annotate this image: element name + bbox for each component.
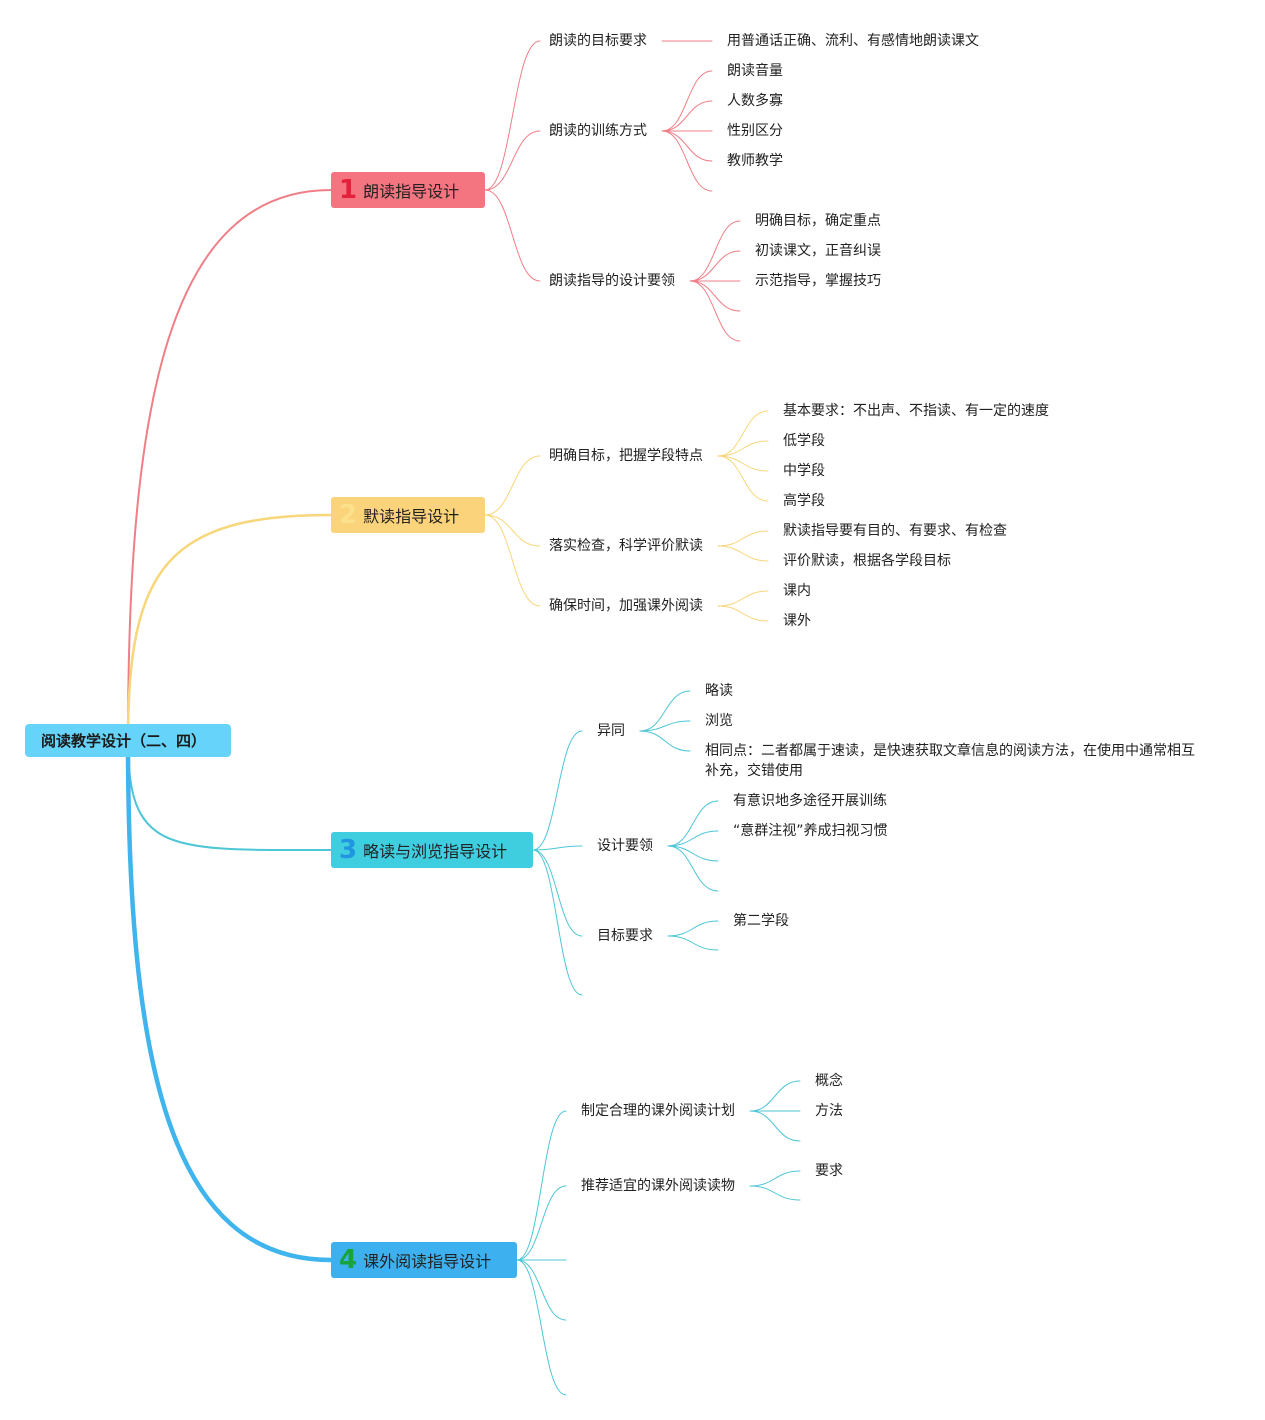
b2-c1-leaf-edge-3	[717, 455, 769, 502]
b1-c2-leaf-1[interactable]: 朗读音量	[727, 63, 783, 79]
b4-c1-leaf-2[interactable]: 方法	[815, 1103, 843, 1119]
b1-c2-leaf-4[interactable]: 教师教学	[727, 153, 783, 169]
b3-c3-leaf-edge-0	[667, 920, 719, 937]
b2-edge-0	[484, 455, 541, 516]
b3-c2-leaf-edge-3	[667, 845, 719, 892]
b4-c1-node[interactable]: 制定合理的课外阅读计划	[581, 1103, 735, 1119]
b1-c1-node[interactable]: 朗读的目标要求	[549, 33, 647, 49]
b3-c2-leaf-2[interactable]: “意群注视”养成扫视习惯	[733, 823, 888, 839]
branch-3-number: 3	[339, 835, 358, 865]
b3-c1-leaf-edge-2	[639, 730, 691, 752]
b1-c3-leaf-edge-4	[689, 280, 741, 342]
b2-c1-leaf-edge-2	[717, 455, 769, 472]
b1-edge-0	[484, 40, 541, 191]
b2-c1-node[interactable]: 明确目标，把握学段特点	[549, 448, 703, 464]
b3-c3-node[interactable]: 目标要求	[597, 928, 653, 944]
branch-1-node[interactable]: 1 朗读指导设计	[331, 172, 485, 208]
b2-c1-leaf-3[interactable]: 中学段	[783, 463, 825, 479]
root-label: 阅读教学设计（二、四）	[41, 732, 207, 750]
b1-c3-leaf-1[interactable]: 明确目标，确定重点	[755, 213, 881, 229]
branch-2-node[interactable]: 2 默读指导设计	[331, 497, 485, 533]
branch-2-number: 2	[339, 500, 358, 530]
b3-c1-leaf-edge-1	[639, 720, 691, 732]
b3-c1-node[interactable]: 异同	[597, 723, 625, 739]
b1-c1-leaf-1[interactable]: 用普通话正确、流利、有感情地朗读课文	[727, 33, 979, 49]
b3-c1-leaf-edge-0	[639, 690, 691, 732]
b2-c2-leaf-edge-0	[717, 530, 769, 547]
b1-c2-leaf-edge-0	[661, 70, 713, 132]
b1-c2-leaf-edge-4	[661, 130, 713, 192]
b1-edge-1	[484, 130, 541, 191]
b2-c3-leaf-1[interactable]: 课内	[783, 583, 811, 599]
b1-c3-leaf-edge-1	[689, 250, 741, 282]
b3-c1-leaf-1[interactable]: 略读	[705, 683, 733, 699]
b3-edge-3	[532, 849, 583, 996]
b2-c3-node[interactable]: 确保时间，加强课外阅读	[549, 598, 703, 614]
b2-c1-leaf-4[interactable]: 高学段	[783, 493, 825, 509]
b2-c3-leaf-edge-1	[717, 605, 769, 622]
b1-c2-node[interactable]: 朗读的训练方式	[549, 123, 647, 139]
b4-c2-leaf-edge-0	[749, 1170, 801, 1187]
b4-c2-leaf-edge-1	[749, 1185, 801, 1201]
b3-c2-leaf-edge-1	[667, 830, 719, 847]
b4-c2-leaf-1[interactable]: 要求	[815, 1163, 843, 1179]
b3-c1-leaf-3[interactable]: 相同点：二者都属于速读，是快速获取文章信息的阅读方法，在使用中通常相互补充，交错…	[705, 743, 1195, 779]
b3-c3-leaf-1[interactable]: 第二学段	[733, 913, 789, 929]
b3-edge-0	[532, 730, 583, 851]
branch-2-label: 默读指导设计	[363, 507, 460, 526]
branch-4-label: 课外阅读指导设计	[363, 1252, 492, 1271]
branch-3-node[interactable]: 3 略读与浏览指导设计	[331, 832, 533, 868]
branch-3-label: 略读与浏览指导设计	[363, 842, 508, 861]
b3-edge-2	[532, 849, 583, 937]
b1-c2-leaf-edge-3	[661, 130, 713, 162]
branch-4-number: 4	[339, 1245, 358, 1275]
b4-c1-leaf-edge-2	[749, 1110, 801, 1142]
b4-c2-node[interactable]: 推荐适宜的课外阅读读物	[581, 1178, 735, 1194]
b4-edge-4	[516, 1259, 567, 1396]
branch-1-number: 1	[339, 175, 358, 205]
b4-c1-leaf-1[interactable]: 概念	[815, 1073, 843, 1089]
b1-c3-leaf-2[interactable]: 初读课文，正音纠误	[755, 243, 881, 259]
b4-c1-leaf-edge-0	[749, 1080, 801, 1112]
b3-c2-node[interactable]: 设计要领	[597, 838, 653, 854]
root-node[interactable]: 阅读教学设计（二、四）	[25, 724, 231, 757]
root-edge-2	[126, 513, 333, 742]
b1-c3-leaf-3[interactable]: 示范指导，掌握技巧	[755, 273, 881, 289]
b4-edge-1	[516, 1185, 567, 1261]
b1-c2-leaf-edge-1	[661, 100, 713, 132]
root-edge-4	[125, 737, 334, 1263]
b3-c1-leaf-2[interactable]: 浏览	[705, 713, 733, 729]
b1-c2-leaf-3[interactable]: 性别区分	[727, 123, 783, 139]
b2-c2-leaf-edge-1	[717, 545, 769, 562]
b2-edge-2	[484, 514, 541, 607]
root-edge-1	[127, 189, 332, 741]
b2-c1-leaf-1[interactable]: 基本要求：不出声、不指读、有一定的速度	[783, 403, 1049, 419]
b4-edge-3	[516, 1259, 567, 1321]
b1-c3-node[interactable]: 朗读指导的设计要领	[549, 273, 675, 289]
b2-c1-leaf-2[interactable]: 低学段	[783, 433, 825, 449]
b1-c3-leaf-edge-0	[689, 220, 741, 282]
b3-c2-leaf-edge-0	[667, 800, 719, 847]
b2-c1-leaf-edge-1	[717, 440, 769, 457]
branch-1-label: 朗读指导设计	[363, 182, 460, 201]
b3-c2-leaf-edge-2	[667, 845, 719, 862]
b1-c2-leaf-2[interactable]: 人数多寡	[727, 93, 783, 109]
b1-edge-2	[484, 189, 541, 282]
b3-c2-leaf-1[interactable]: 有意识地多途径开展训练	[733, 793, 887, 809]
b2-c1-leaf-edge-0	[717, 410, 769, 457]
b2-c3-leaf-edge-0	[717, 590, 769, 607]
b2-c2-leaf-2[interactable]: 评价默读，根据各学段目标	[783, 553, 951, 569]
b4-edge-0	[516, 1110, 567, 1261]
b2-c2-leaf-1[interactable]: 默读指导要有目的、有要求、有检查	[783, 523, 1007, 539]
b2-c3-leaf-2[interactable]: 课外	[783, 613, 811, 629]
b1-c3-leaf-edge-3	[689, 280, 741, 312]
b2-c2-node[interactable]: 落实检查，科学评价默读	[549, 538, 703, 554]
b3-edge-1	[532, 845, 583, 851]
b2-edge-1	[484, 514, 541, 547]
branch-4-node[interactable]: 4 课外阅读指导设计	[331, 1242, 517, 1278]
b3-c3-leaf-edge-1	[667, 935, 719, 951]
